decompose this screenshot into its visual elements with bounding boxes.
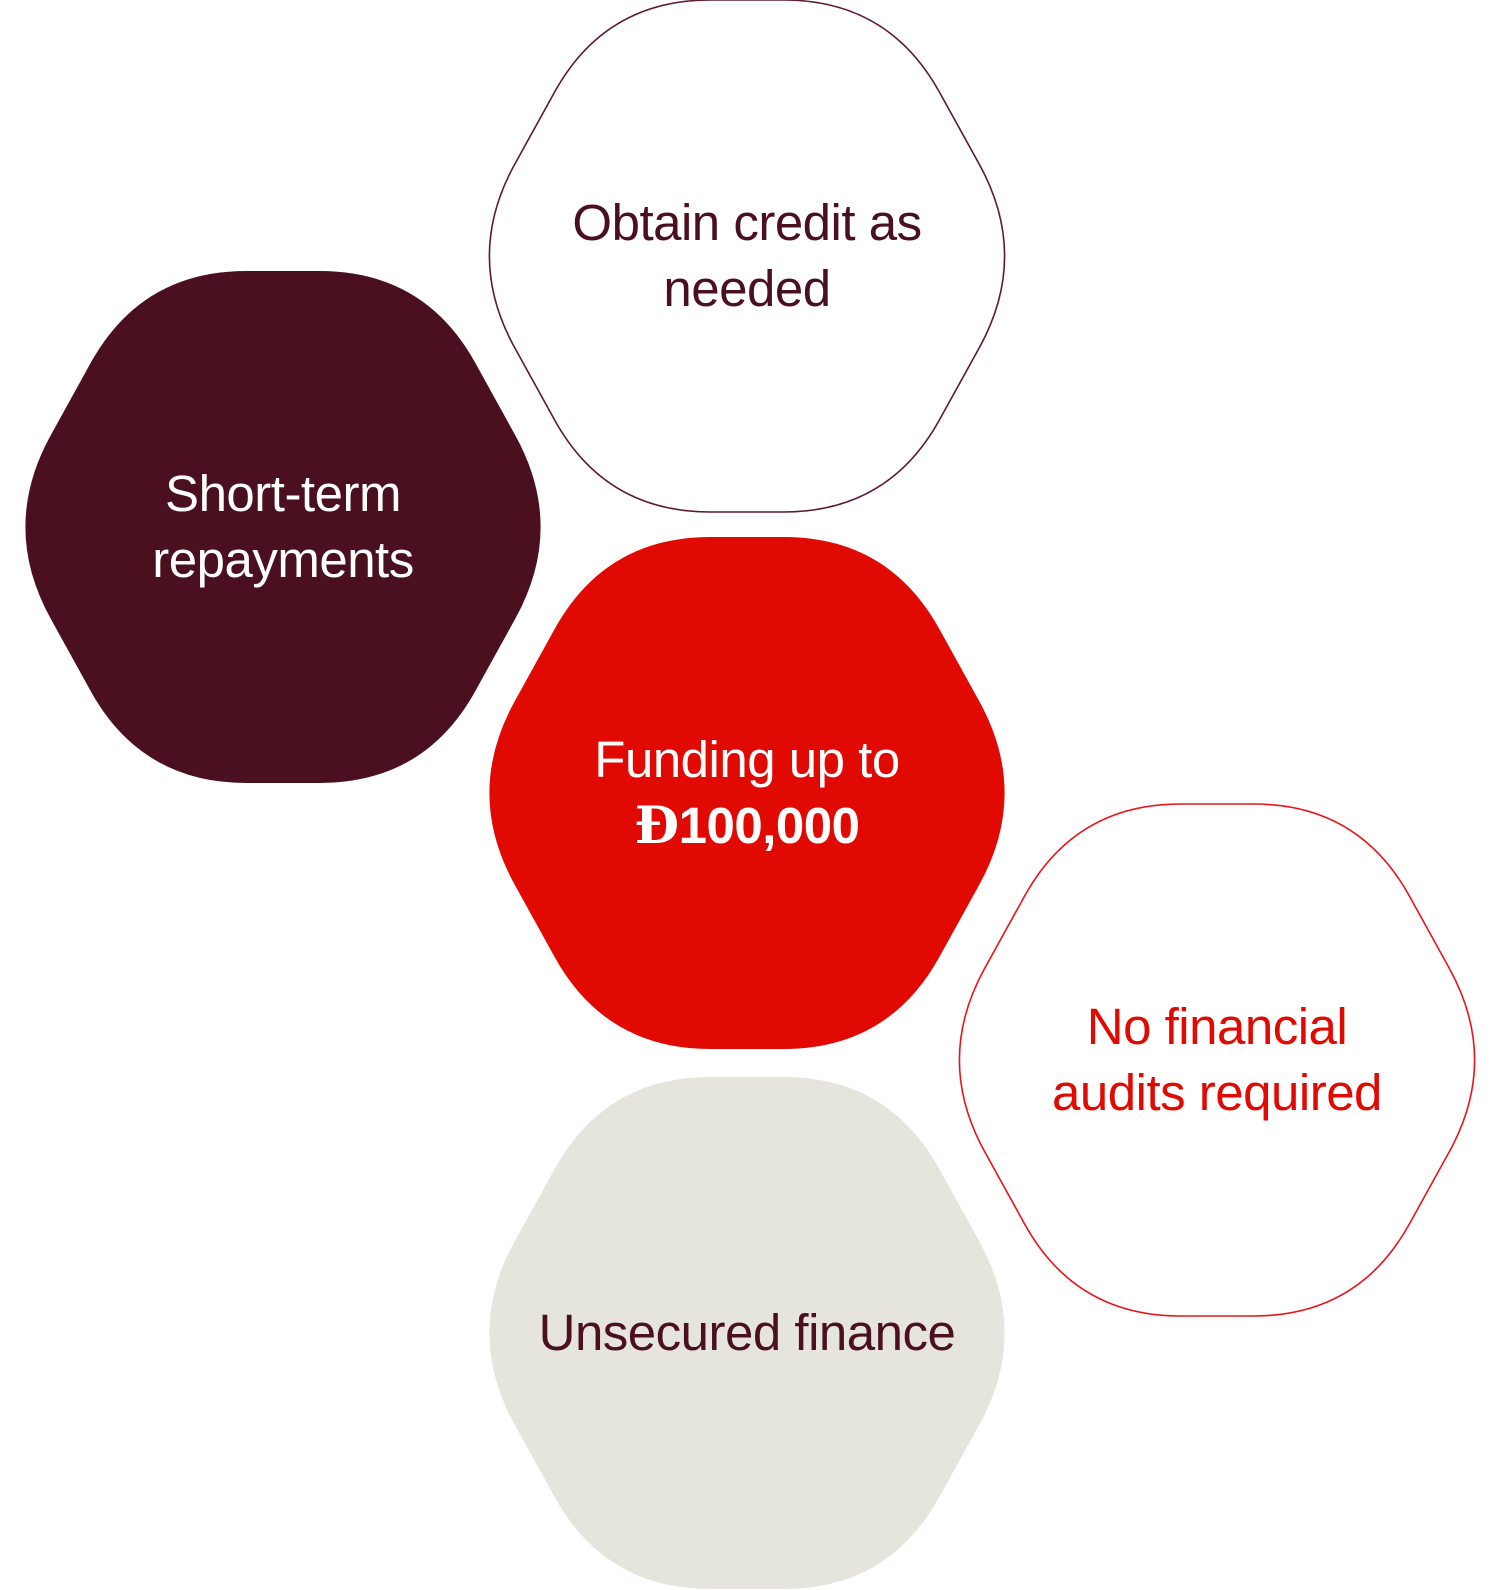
label-line: Funding up to <box>594 731 900 788</box>
label-line: Obtain credit as <box>572 194 922 251</box>
hexagon-funding: Funding up to Đ100,000 <box>464 537 1030 1049</box>
label-line: Unsecured finance <box>538 1304 956 1361</box>
hexagon-label: Short-term repayments <box>0 271 566 783</box>
dirham-currency-icon: Đ <box>634 796 680 856</box>
hexagon-label: Obtain credit as needed <box>464 0 1030 512</box>
label-line: Short-term <box>165 465 401 522</box>
hexagon-obtain-credit: Obtain credit as needed <box>464 0 1030 513</box>
amount-value: 100,000 <box>678 797 860 854</box>
label-line: needed <box>663 260 831 317</box>
hexagon-path <box>489 1077 1005 1589</box>
hexagon-shape <box>25 271 541 783</box>
hexagon-no-audits: No financial audits required <box>934 803 1500 1317</box>
hexagon-shape <box>489 1077 1005 1589</box>
hexagon-label: No financial audits required <box>934 804 1500 1316</box>
funding-amount: Đ100,000 <box>635 793 860 859</box>
label-line: repayments <box>152 531 414 588</box>
hexagon-outline <box>958 803 1476 1317</box>
hexagon-path <box>25 271 541 783</box>
hexagon-short-term-repayments: Short-term repayments <box>0 271 566 783</box>
hexagon-path <box>489 537 1005 1049</box>
label-line: audits required <box>1052 1064 1382 1121</box>
hexagon-path <box>958 803 1476 1317</box>
hexagon-label: Funding up to Đ100,000 <box>464 537 1030 1049</box>
hexagon-path <box>488 0 1006 513</box>
hexagon-label: Unsecured finance <box>464 1077 1030 1589</box>
label-line: No financial <box>1086 998 1348 1055</box>
hexagon-unsecured-finance: Unsecured finance <box>464 1077 1030 1589</box>
hexagon-outline <box>488 0 1006 513</box>
hexagon-shape <box>489 537 1005 1049</box>
